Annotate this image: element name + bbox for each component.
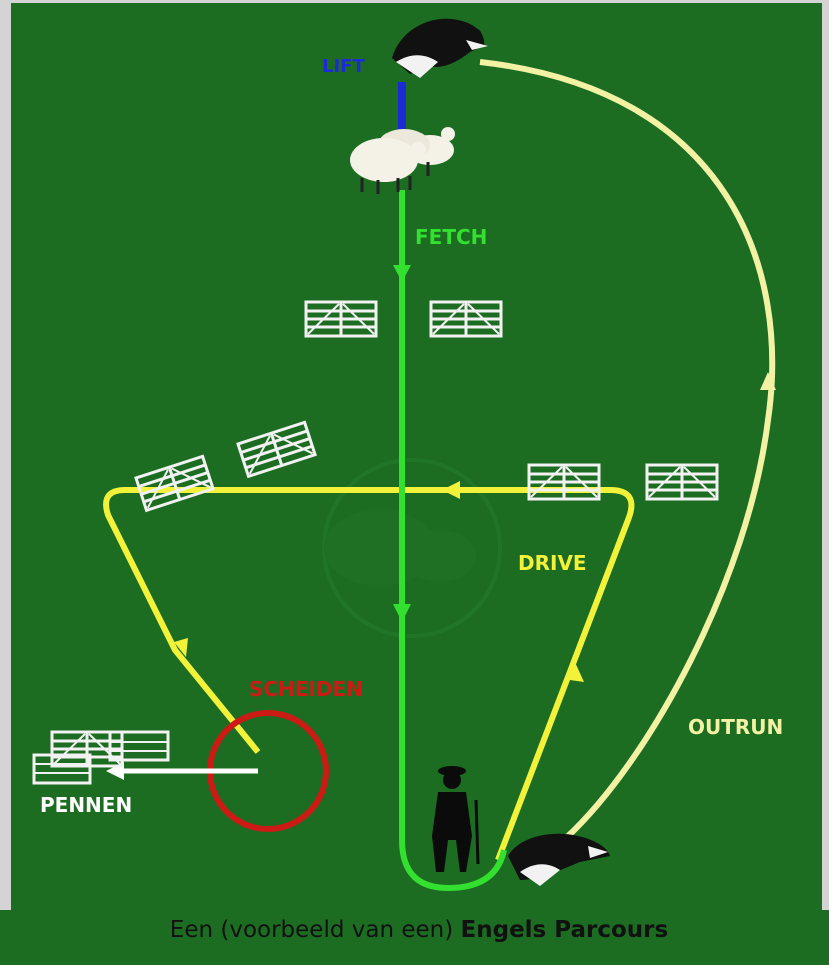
fetch-path — [399, 190, 507, 892]
label-scheiden: SCHEIDEN — [249, 677, 363, 701]
outrun-arrow — [760, 372, 776, 390]
gate-cross-right-2 — [645, 463, 719, 501]
drive-arrow-left — [442, 481, 460, 499]
drive-path — [103, 487, 635, 862]
drive-arrow-up — [570, 660, 584, 682]
pen-enclosure — [32, 730, 170, 785]
outrun-path — [479, 59, 776, 841]
caption-title: Engels Parcours — [460, 917, 669, 943]
watermark-logo — [322, 458, 502, 638]
sheep-flock — [350, 127, 455, 194]
fetch-arrow-bottom — [393, 604, 411, 622]
caption-bar — [0, 910, 829, 965]
handler-silhouette — [432, 766, 480, 872]
gate-cross-right-1 — [527, 463, 601, 501]
gate-cross-left-1 — [134, 454, 215, 512]
caption-prefix: Een (voorbeeld van een) — [169, 917, 461, 943]
drive-arrow-down — [174, 638, 188, 657]
diagram-caption: Een (voorbeeld van een) Engels Parcours — [0, 917, 829, 943]
gate-cross-left-2 — [236, 420, 317, 478]
label-lift: LIFT — [322, 56, 365, 77]
gate-fetch-left — [304, 300, 378, 338]
label-drive: DRIVE — [518, 551, 587, 575]
sheepdog-top — [392, 18, 488, 78]
fetch-arrow-top — [393, 265, 411, 282]
label-pennen: PENNEN — [40, 793, 132, 817]
label-outrun: OUTRUN — [688, 715, 783, 739]
label-fetch: FETCH — [415, 225, 487, 249]
sheepdog-bottom — [508, 833, 610, 886]
gate-fetch-right — [429, 300, 503, 338]
